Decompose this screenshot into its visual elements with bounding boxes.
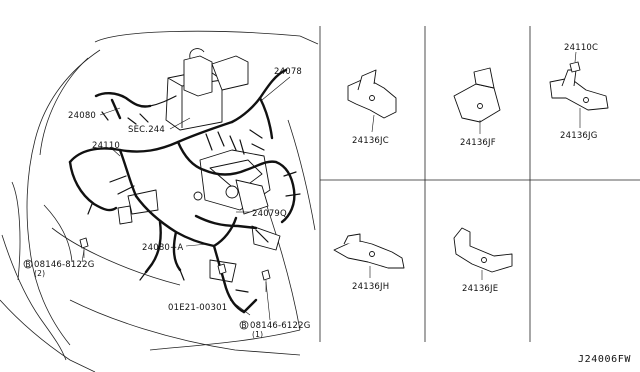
- callout-sec-244: SEC.244: [128, 125, 165, 135]
- callout-24079q: 24079Q: [252, 209, 287, 219]
- bolt-right-number: 08146-6122G: [250, 321, 311, 331]
- bracket-24136je: 24136JE: [453, 227, 513, 294]
- callout-01e21-00301: 01E21-00301: [168, 303, 227, 313]
- car-body-outline: [0, 30, 319, 372]
- bracket-24136jc: 24136JC: [347, 69, 397, 146]
- callout-24110: 24110: [92, 141, 120, 151]
- panel-grid: [319, 26, 640, 342]
- bolt-right-qty: (1): [252, 330, 263, 339]
- bracket-24136jh: 24136JH: [333, 233, 405, 292]
- bolt-left-number: 08146-8122G: [34, 260, 95, 270]
- bolt-mid: [217, 263, 227, 275]
- bolt-right-symbol: B: [241, 321, 246, 330]
- bracket-24136je-label: 24136JE: [462, 284, 498, 294]
- bracket-24136jh-label: 24136JH: [352, 282, 389, 292]
- callout-24078: 24078: [274, 67, 302, 77]
- bolt-left-qty: (2): [34, 269, 45, 278]
- wiring-harness: [68, 68, 301, 314]
- diagram-code: J24006FW: [578, 354, 631, 365]
- callout-bolt-right: B 08146-6122G (1): [239, 320, 311, 339]
- callout-bolt-left: B 08146-8122G (2): [23, 259, 95, 278]
- clip-24110c-label: 24110C: [564, 43, 598, 53]
- bracket-24136jg: 24110C 24136JG: [549, 43, 609, 141]
- bracket-24136jf: 24136JF: [453, 67, 501, 148]
- callout-24080-a: 24080+A: [142, 243, 183, 253]
- callout-leaders: [81, 76, 291, 321]
- bolt-left: [79, 237, 89, 258]
- bracket-24136jf-label: 24136JF: [460, 138, 496, 148]
- bolt-right: [261, 269, 271, 292]
- bolt-left-symbol: B: [25, 260, 30, 269]
- bracket-24136jc-label: 24136JC: [352, 136, 389, 146]
- engine-assembly: [117, 48, 281, 283]
- callout-24080: 24080: [68, 111, 96, 121]
- bracket-24136jg-label: 24136JG: [560, 131, 598, 141]
